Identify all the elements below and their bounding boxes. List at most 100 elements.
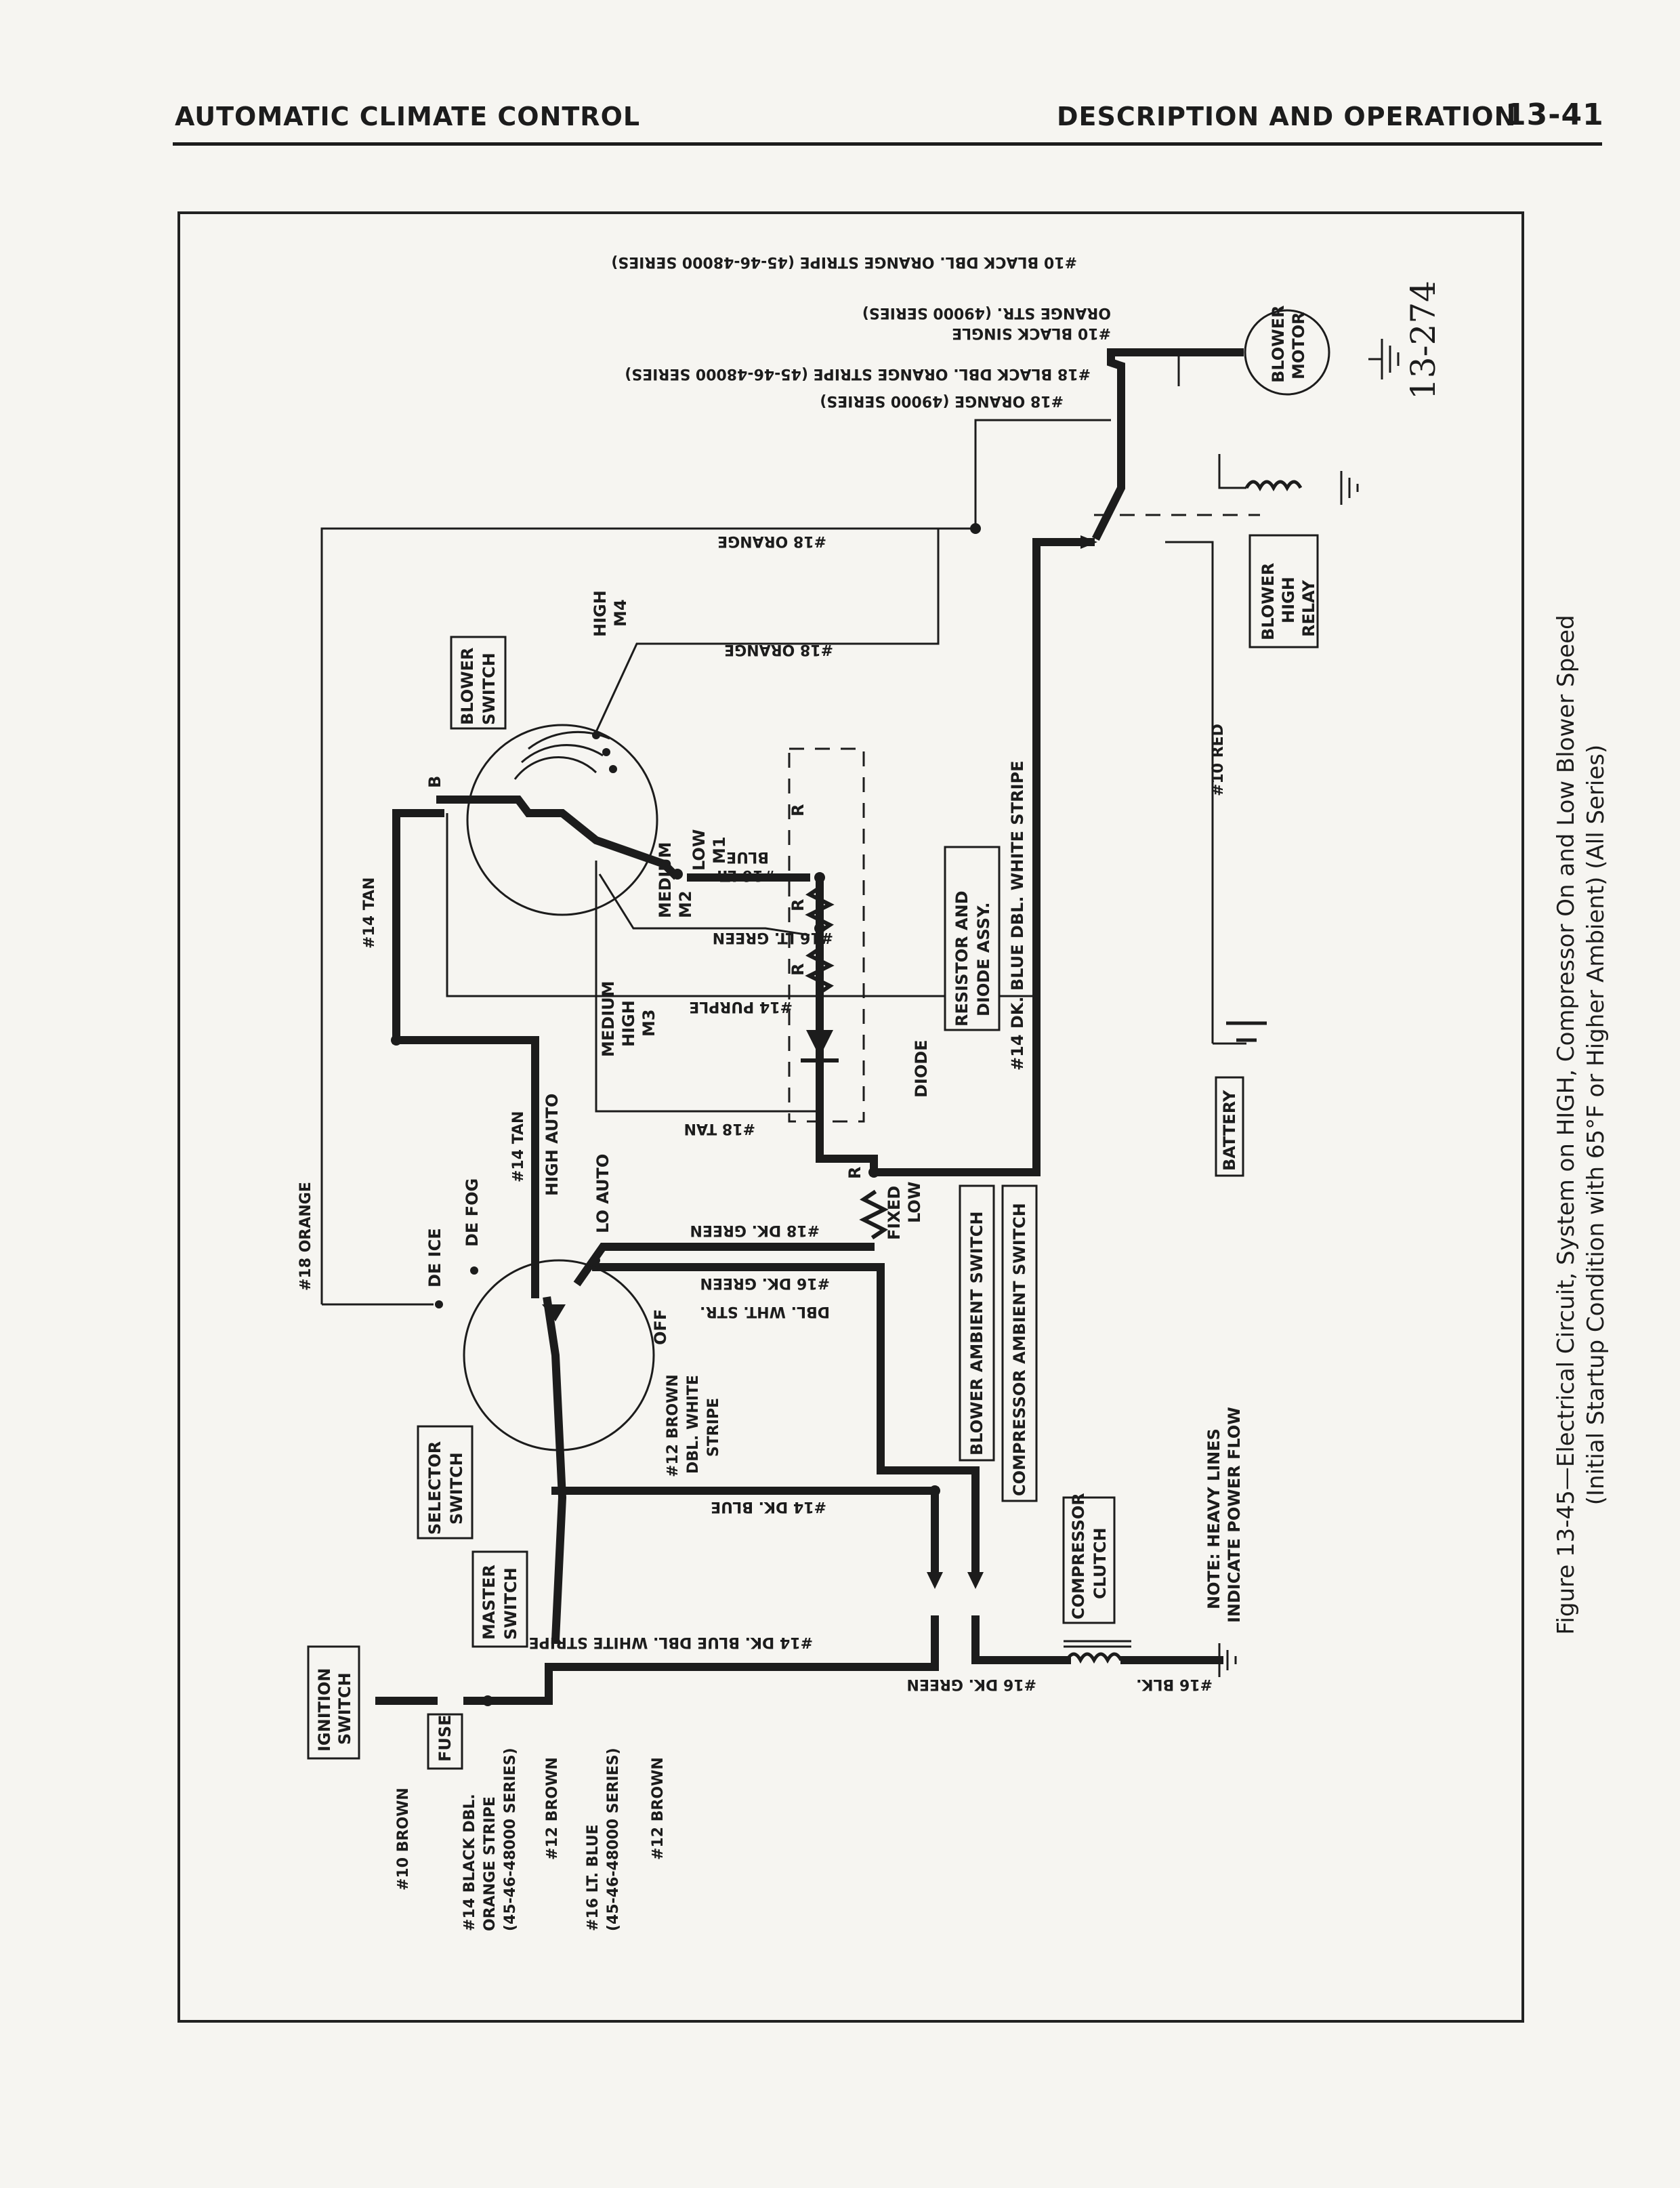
ignition-switch-box <box>307 1645 360 1760</box>
tan-18-upper <box>446 813 1040 997</box>
relay-coil <box>1244 480 1303 492</box>
fixed-low-resistor <box>859 1189 889 1240</box>
label-blower-motor-2: MOTOR <box>1289 312 1308 379</box>
label-note-1: NOTE: HEAVY LINES <box>1204 1428 1223 1609</box>
orange-label-group-2: #18 ORANGE <box>724 641 833 658</box>
figure-id: 13-274 <box>1404 281 1443 400</box>
label-b-terminal: B <box>425 776 444 788</box>
label-dk-green-16: #16 DK. GREEN <box>700 1275 830 1292</box>
label-tan-14-a: #14 TAN <box>361 878 378 949</box>
master-to-selector <box>543 1296 567 1645</box>
page-number: 13-41 <box>1505 98 1604 132</box>
label-ignition-switch-1: IGNITION <box>315 1668 334 1752</box>
label-tan-14-b: #14 TAN <box>510 1111 527 1182</box>
selector-switch-outer <box>463 1259 655 1451</box>
label-dk-blue-white-2: #14 DK. BLUE DBL. WHITE STRIPE <box>529 1634 813 1651</box>
orange-18-m4-wire <box>595 529 940 732</box>
battery-box <box>1215 1076 1244 1177</box>
label-relay-1: BLOWER <box>1259 563 1278 640</box>
label-de-ice: DE ICE <box>425 1228 444 1287</box>
label-master-switch-1: MASTER <box>480 1565 499 1640</box>
label-bottom-3a: #16 LT. BLUE <box>585 1824 602 1931</box>
label-r2: R <box>789 899 807 911</box>
ignition-bus <box>375 1663 553 1705</box>
dk-blue-white-heavy <box>551 1615 939 1671</box>
thin-wires <box>320 352 1246 1306</box>
label-top-wire-2b: ORANGE STR. (49000 SERIES) <box>862 304 1111 321</box>
label-bottom-1c: (45-46-48000 SERIES) <box>502 1748 519 1931</box>
label-diode: DIODE <box>912 1039 931 1098</box>
label-selector-switch-1: SELECTOR <box>425 1441 444 1535</box>
purple-group: #14 PURPLE <box>689 998 793 1015</box>
de-ice-contact <box>435 1300 443 1308</box>
label-relay-3: RELAY <box>1299 580 1318 637</box>
blk-16-group: #16 BLK. <box>1136 1676 1213 1693</box>
resistor-2 <box>805 945 835 996</box>
master-switch-box <box>471 1550 528 1648</box>
junction-dots <box>391 523 981 1706</box>
header-rule <box>173 142 1602 146</box>
label-blower-switch-2: SWITCH <box>480 653 499 725</box>
top-wire-labels-4: #18 ORANGE (49000 SERIES) <box>820 392 1064 409</box>
label-dbl-wht-str: DBL. WHT. STR. <box>700 1303 830 1320</box>
label-r3: R <box>789 964 807 976</box>
label-top-wire-1: #10 BLACK DBL. ORANGE STRIPE (45-46-4800… <box>611 253 1077 270</box>
m3-contact <box>602 748 610 756</box>
label-boxes <box>307 534 1319 1770</box>
running-header-title: AUTOMATIC CLIMATE CONTROL <box>175 102 641 131</box>
label-top-wire-3: #18 BLACK DBL. ORANGE STRIPE (45-46-4800… <box>625 365 1091 382</box>
relay-to-motor <box>1091 348 1244 541</box>
dk-blue-14-group: #14 DK. BLUE <box>711 1498 826 1515</box>
resistor-1 <box>805 884 835 935</box>
label-r4: R <box>845 1167 864 1179</box>
label-bottom-1b: ORANGE STRIPE <box>482 1796 499 1931</box>
label-m4: M4 <box>611 599 630 627</box>
label-orange-1: #18 ORANGE <box>717 533 826 550</box>
ambient-arrow-2 <box>967 1572 984 1589</box>
lo-auto-contact <box>592 1256 600 1264</box>
blower-switch-arc-3 <box>513 756 597 780</box>
label-medium: MEDIUM <box>656 842 675 919</box>
compressor-clutch-box <box>1062 1496 1116 1624</box>
label-brown-12-a: #12 BROWN <box>665 1374 681 1477</box>
resistor-drop <box>816 873 878 1170</box>
label-relay-2: HIGH <box>1279 577 1298 623</box>
label-lt-green: #16 LT. GREEN <box>713 929 833 946</box>
label-medium-high-2: HIGH <box>619 1000 638 1047</box>
blower-switch-wiper <box>436 796 680 880</box>
motor-ground <box>1368 339 1400 379</box>
diode-symbol <box>806 1030 833 1057</box>
label-orange-2: #18 ORANGE <box>724 641 833 658</box>
label-lt-blue: #16 LT. <box>717 867 776 884</box>
lt-blue-group: #16 LT. BLUE <box>717 848 776 884</box>
label-resistor-assy-1: RESISTOR AND <box>952 890 971 1027</box>
compressor-ambient-box <box>1001 1184 1038 1502</box>
dk-blue-white-2-group: #14 DK. BLUE DBL. WHITE STRIPE <box>529 1634 813 1651</box>
label-off: OFF <box>651 1309 670 1345</box>
label-bottom-1a: #14 BLACK DBL. <box>461 1794 478 1931</box>
label-fixed: FIXED <box>885 1186 904 1240</box>
ambient-arrow-1 <box>927 1572 943 1589</box>
label-bottom-2: #12 BROWN <box>544 1757 561 1860</box>
label-low: LOW <box>690 829 709 871</box>
label-dk-blue-white: #14 DK. BLUE DBL. WHITE STRIPE <box>1008 761 1027 1071</box>
orange-label-group-1: #18 ORANGE <box>717 533 826 550</box>
relay-coil-lead <box>1218 454 1246 489</box>
selector-wiper <box>542 1304 566 1321</box>
dk-green-18-group: #18 DK. GREEN <box>690 1222 820 1239</box>
label-dk-green-16b: #16 DK. GREEN <box>906 1676 1036 1693</box>
label-purple: #14 PURPLE <box>689 998 793 1015</box>
m4-contact <box>592 731 600 739</box>
label-top-wire-2a: #10 BLACK SINGLE <box>952 325 1111 342</box>
blower-motor <box>1244 309 1330 396</box>
label-dk-green-18: #18 DK. GREEN <box>690 1222 820 1239</box>
label-orange-18-left: #18 ORANGE <box>297 1182 314 1291</box>
battery-plates <box>1226 1021 1267 1042</box>
label-blower-switch-1: BLOWER <box>458 648 477 725</box>
label-medium-high-1: MEDIUM <box>599 981 618 1058</box>
medium-high-m3-wire <box>595 861 820 1113</box>
label-compressor-clutch-1: COMPRESSOR <box>1069 1493 1088 1619</box>
red-10-wire <box>1165 541 1214 1044</box>
label-brown-12-b: DBL. WHITE <box>685 1375 702 1474</box>
